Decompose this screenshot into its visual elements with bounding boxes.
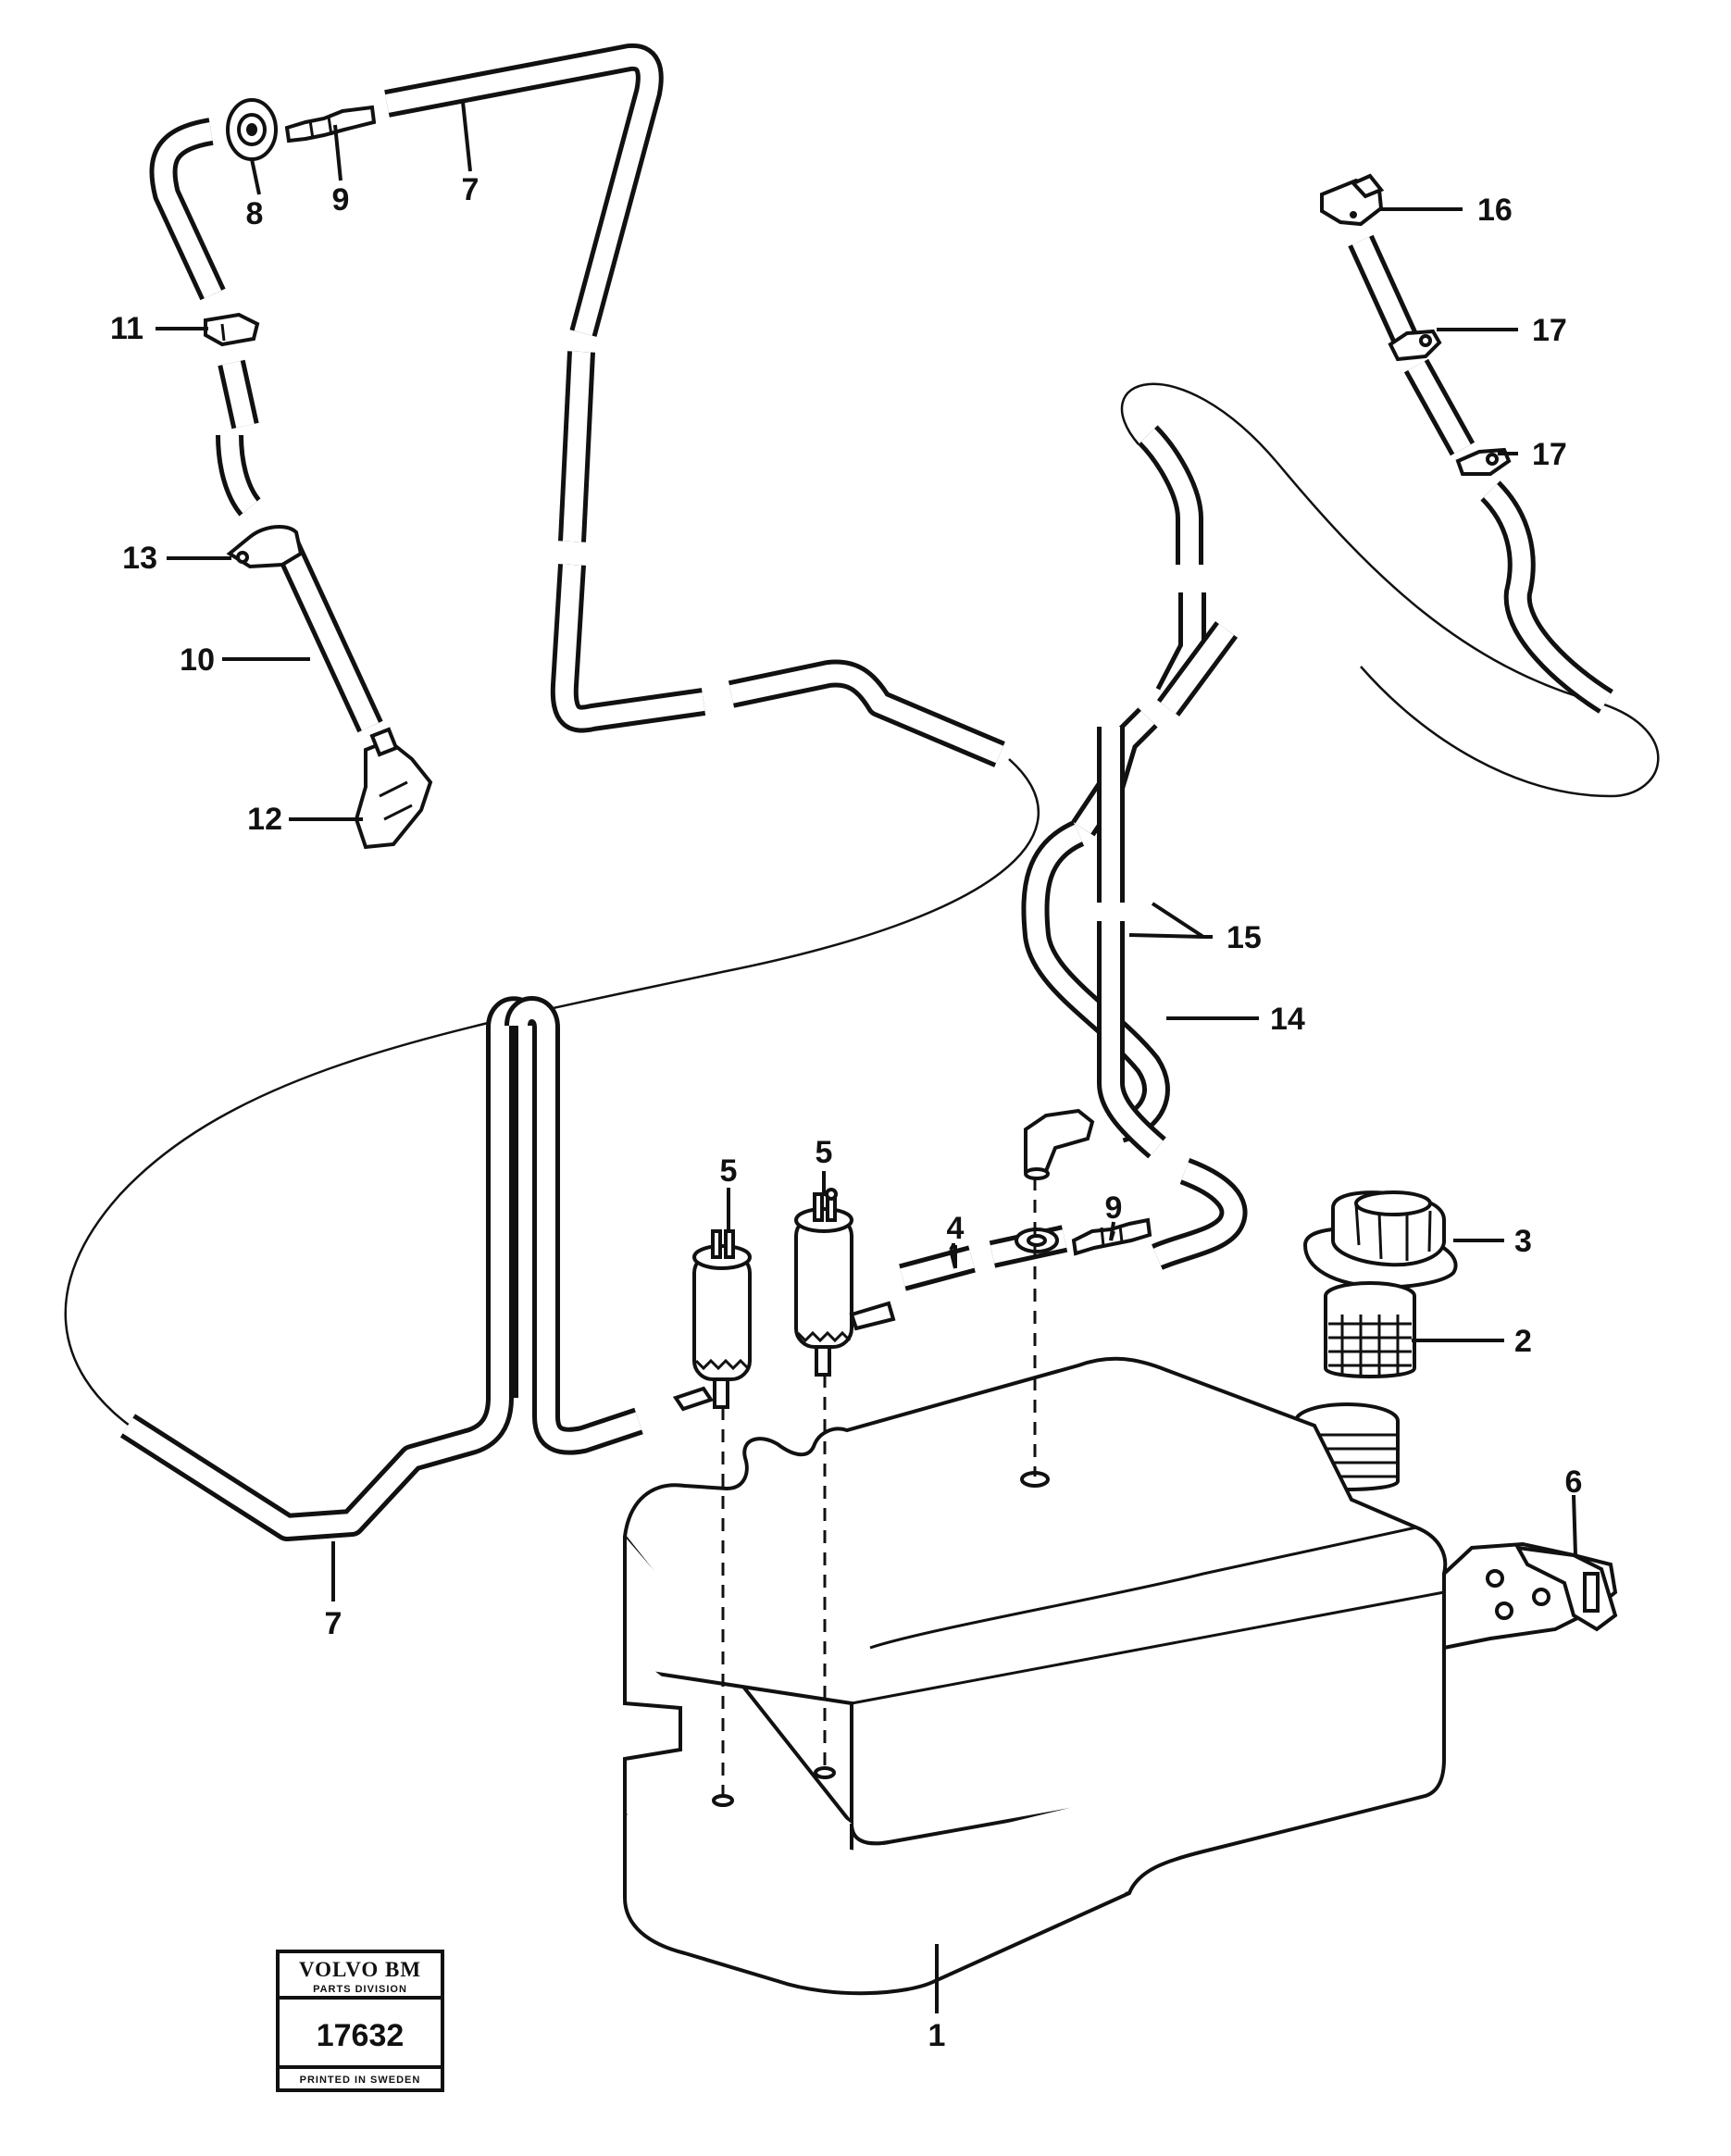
badge-number: 17632: [317, 2018, 405, 2053]
clip-17-upper: [1388, 329, 1442, 362]
callout-13: 13: [122, 541, 157, 576]
hose-16-17: [1348, 234, 1614, 714]
pump-5-left: [672, 1229, 752, 1412]
callout-9-upper: 9: [332, 182, 350, 218]
callout-5-right: 5: [816, 1135, 833, 1170]
callout-16: 16: [1477, 193, 1513, 228]
callout-5-left: 5: [720, 1153, 738, 1189]
hose-14: [1021, 820, 1170, 1143]
grommet-8: [226, 98, 278, 161]
leader-lines: [156, 101, 1577, 2013]
callout-7-upper: 7: [462, 172, 479, 207]
routing-wire-right: [1120, 382, 1660, 798]
tank-1: [622, 1356, 1448, 1996]
callout-6: 6: [1565, 1464, 1583, 1500]
callout-11: 11: [110, 311, 143, 346]
cap-3: [1302, 1190, 1458, 1290]
callout-3: 3: [1514, 1224, 1532, 1259]
callout-12: 12: [247, 802, 282, 837]
hose-15: [1071, 425, 1248, 1270]
callout-14: 14: [1270, 1002, 1305, 1037]
pump-5-right: [794, 1188, 896, 1377]
tank-hole-right: [814, 1766, 836, 1779]
callout-7-lower: 7: [325, 1606, 342, 1641]
clip-11: [204, 312, 260, 347]
parts-badge: VOLVO BM PARTS DIVISION 17632 PRINTED IN…: [276, 1950, 444, 2092]
callout-17-lower: 17: [1532, 437, 1567, 472]
clip-13: [226, 525, 304, 569]
nozzle-16: [1320, 173, 1385, 227]
elbow-connector: [1024, 1108, 1095, 1180]
badge-division: PARTS DIVISION: [313, 1984, 407, 1995]
washer: [1015, 1228, 1059, 1253]
leader-9-lower: [1109, 1230, 1115, 1241]
callout-8: 8: [246, 196, 264, 231]
callout-17-upper: 17: [1532, 313, 1567, 348]
callout-4: 4: [947, 1211, 965, 1246]
bracket-6: [1442, 1541, 1618, 1651]
callout-9-lower: 9: [1105, 1190, 1123, 1226]
hose-10: [274, 540, 383, 733]
callout-1: 1: [928, 2018, 946, 2053]
callout-2: 2: [1514, 1324, 1532, 1359]
nozzle-12: [354, 727, 433, 850]
tank-hole-left: [712, 1794, 734, 1807]
strainer-2: [1324, 1281, 1416, 1378]
callout-15: 15: [1227, 920, 1262, 955]
badge-printed: PRINTED IN SWEDEN: [300, 2075, 421, 2086]
hose-7-upper: [149, 43, 1005, 767]
callout-10: 10: [180, 642, 215, 678]
connector-9-upper: [284, 105, 377, 143]
hose-7-lower: [119, 996, 643, 1541]
clip-17-lower: [1455, 447, 1512, 476]
routing-wire-left: [64, 758, 1040, 1427]
badge-brand: VOLVO BM: [299, 1958, 421, 1981]
